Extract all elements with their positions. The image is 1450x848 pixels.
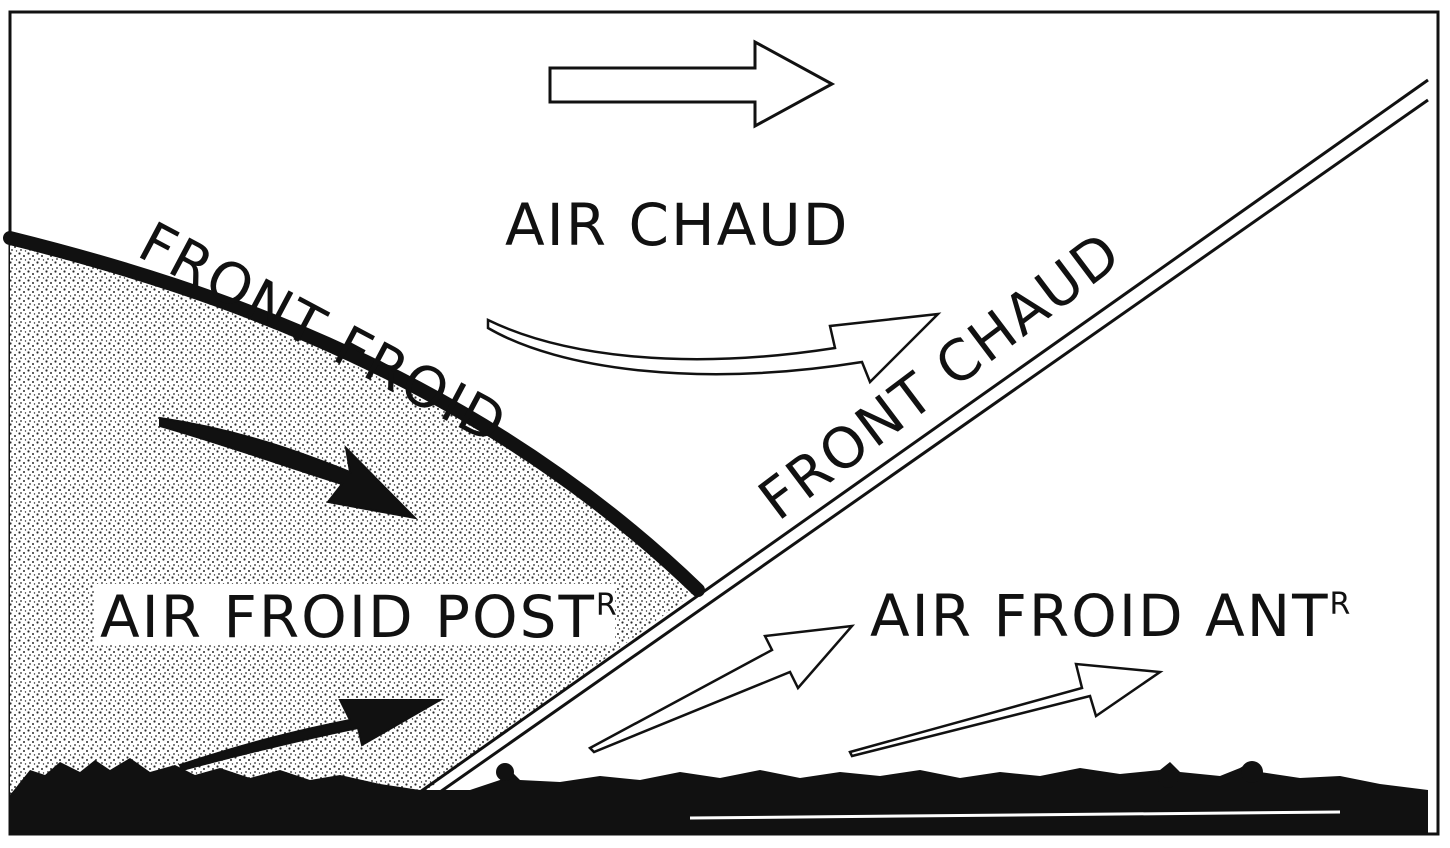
warm-air-label: AIR CHAUD [505,191,849,259]
front-cold-air-superscript: R [1330,587,1353,622]
solid-arrow-icon [159,416,418,520]
tree-icon [1158,768,1178,788]
rear-cold-air-mass [10,238,698,795]
warm-front-line-upper [419,78,1429,794]
tree-icon [1241,761,1263,783]
rear-cold-air-label-box [95,584,615,644]
tree-icon [496,763,514,781]
outline-arrow-icon [587,624,856,754]
hollow-arrow-right-icon [548,39,836,129]
rear-cold-air-superscript: R [596,588,619,623]
solid-arrow-icon [178,699,444,772]
outline-arrow-icon [848,662,1164,758]
cold-front-line [3,231,705,597]
rear-cold-air-label: AIR FROID POSTR [100,583,619,651]
front-cold-air-text: AIR FROID ANT [870,582,1330,650]
ground-road-stripe [689,810,1341,820]
rear-cold-air-text: AIR FROID POST [100,583,596,651]
warm-front-line-lower [439,98,1429,794]
curved-outline-arrow-icon [486,312,942,385]
front-cold-air-label: AIR FROID ANTR [870,582,1352,650]
